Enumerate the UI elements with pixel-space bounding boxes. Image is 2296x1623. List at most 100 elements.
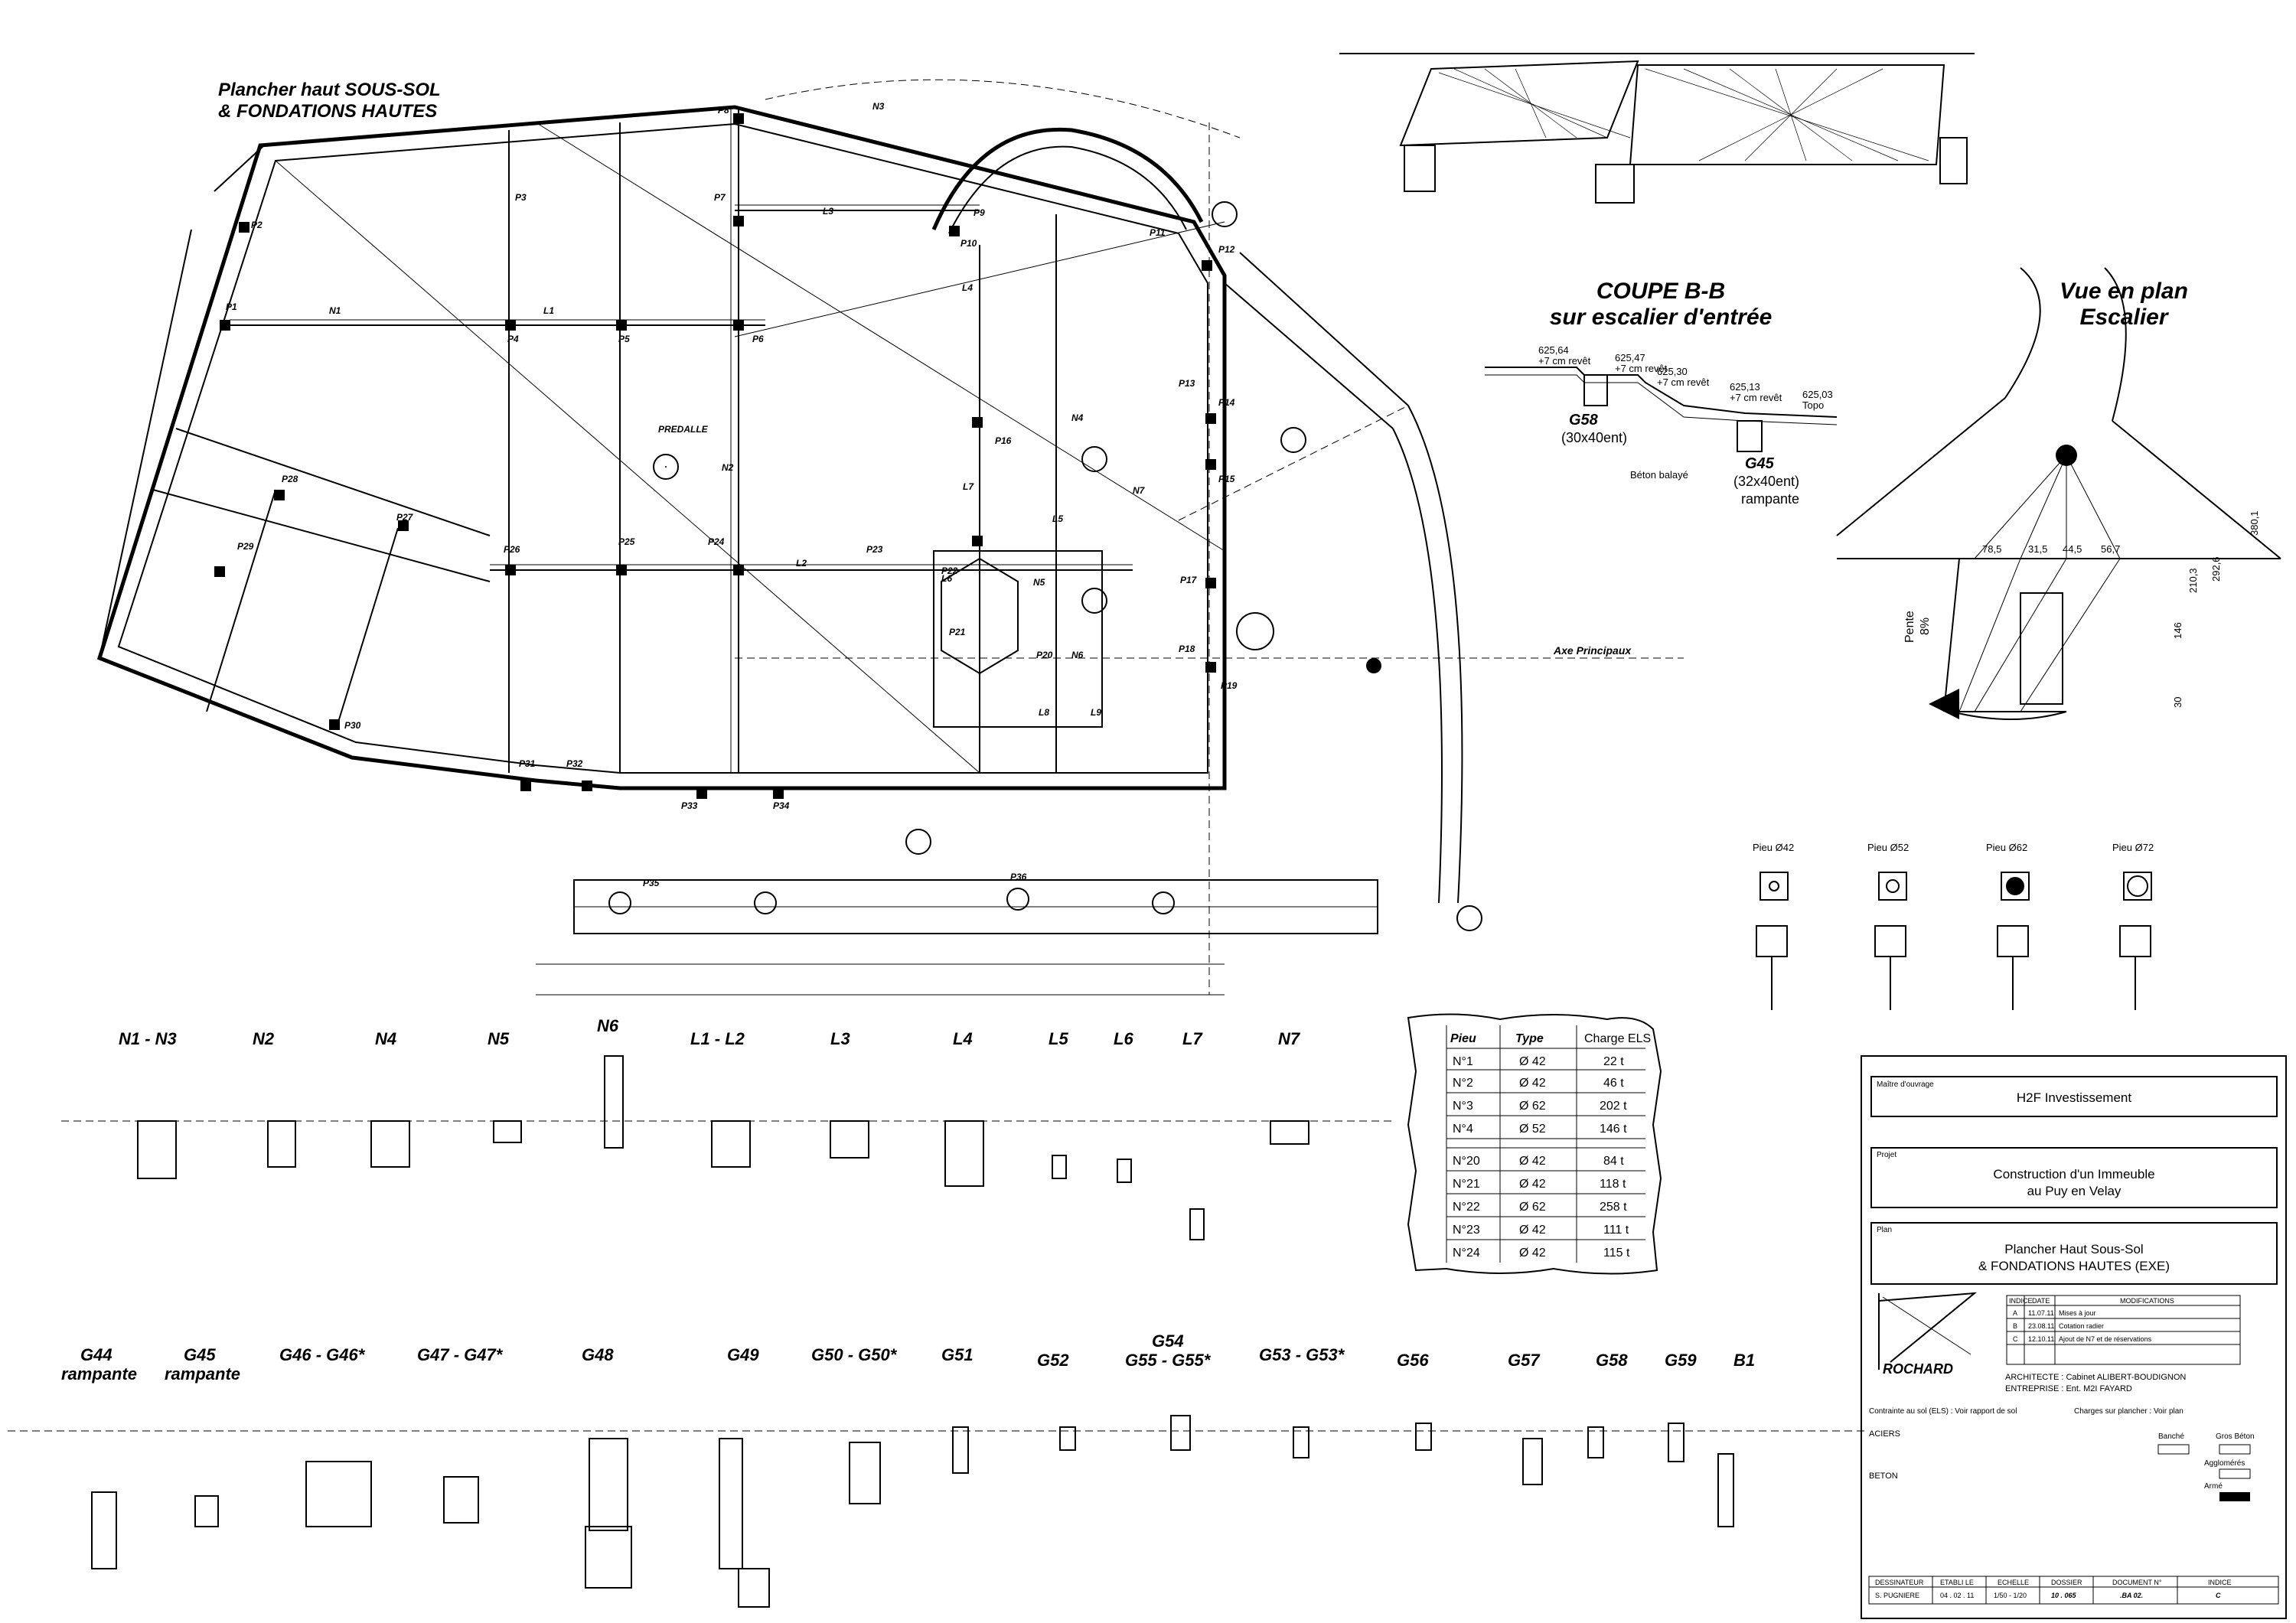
plan-title-line1: Plancher haut SOUS-SOL bbox=[218, 80, 441, 100]
company-name: ROCHARD bbox=[1883, 1361, 1953, 1377]
section-b1: B1 bbox=[1733, 1351, 1755, 1370]
svg-text:S. PUGNIERE: S. PUGNIERE bbox=[1875, 1592, 1919, 1599]
th-pieu: Pieu bbox=[1450, 1032, 1476, 1045]
central-room bbox=[933, 550, 1103, 728]
section-g52: G52 bbox=[1037, 1351, 1069, 1370]
svg-text:DOCUMENT N°: DOCUMENT N° bbox=[2112, 1579, 2162, 1586]
svg-text:P24: P24 bbox=[708, 536, 725, 547]
plan-line1: Plancher Haut Sous-Sol bbox=[2004, 1242, 2143, 1256]
svg-text:Ø 42: Ø 42 bbox=[1519, 1055, 1546, 1068]
pieu-table: Pieu Type Charge ELS N°1 Ø 42 22 t N°2 Ø… bbox=[1407, 1013, 1662, 1275]
svg-text:(32x40ent): (32x40ent) bbox=[1733, 474, 1799, 489]
title-block: Maître d'ouvrage H2F Investissement Proj… bbox=[1861, 1055, 2287, 1619]
svg-text:118 t: 118 t bbox=[1600, 1178, 1626, 1191]
svg-text:04 . 02 . 11: 04 . 02 . 11 bbox=[1940, 1592, 1974, 1599]
svg-text:P18: P18 bbox=[1179, 644, 1195, 654]
svg-text:56,7: 56,7 bbox=[2101, 543, 2120, 555]
escalier-title-line1: Vue en plan bbox=[2060, 279, 2188, 304]
svg-text:P15: P15 bbox=[1218, 474, 1235, 484]
coupe-title-line1: COUPE B-B bbox=[1596, 279, 1725, 304]
svg-text:N6: N6 bbox=[1071, 650, 1084, 660]
svg-text:B: B bbox=[2013, 1322, 2017, 1330]
rochard-logo: ROCHARD bbox=[1878, 1292, 1978, 1377]
pieux-views: Pieu Ø42 Pieu Ø52 Pieu Ø62 Pieu Ø72 bbox=[1753, 842, 2154, 1010]
svg-text:P5: P5 bbox=[618, 334, 630, 344]
octagon-room bbox=[941, 557, 1019, 675]
svg-text:N2: N2 bbox=[722, 462, 734, 473]
svg-text:N4: N4 bbox=[1071, 412, 1084, 423]
svg-text:P35: P35 bbox=[643, 878, 660, 888]
coupe-g45: G45 bbox=[1745, 455, 1775, 472]
svg-text:N5: N5 bbox=[1033, 577, 1045, 588]
svg-text:C: C bbox=[2216, 1592, 2221, 1599]
svg-text:N°4: N°4 bbox=[1453, 1123, 1473, 1136]
coupe-title: COUPE B-B sur escalier d'entrée bbox=[1550, 279, 1773, 330]
svg-text:31,5: 31,5 bbox=[2028, 543, 2047, 555]
svg-text:30: 30 bbox=[2172, 697, 2183, 708]
svg-text:202 t: 202 t bbox=[1600, 1100, 1627, 1113]
svg-text:rampante: rampante bbox=[165, 1364, 240, 1383]
main-plan: Axe Principaux bbox=[96, 79, 1684, 996]
section-l1-l2: L1 - L2 bbox=[690, 1029, 745, 1048]
svg-text:N°24: N°24 bbox=[1453, 1247, 1480, 1260]
svg-text:Contrainte au sol (ELS) : Voir: Contrainte au sol (ELS) : Voir rapport d… bbox=[1869, 1407, 2017, 1416]
section-g46: G46 - G46* bbox=[279, 1345, 366, 1364]
section-l3: L3 bbox=[830, 1029, 850, 1048]
svg-text:84 t: 84 t bbox=[1603, 1155, 1624, 1168]
svg-text:P26: P26 bbox=[504, 544, 520, 555]
svg-text:Plan: Plan bbox=[1877, 1226, 1892, 1234]
svg-text:ENTREPRISE : Ent. M2I FAYARD: ENTREPRISE : Ent. M2I FAYARD bbox=[2005, 1384, 2132, 1393]
svg-text:P10: P10 bbox=[960, 238, 977, 249]
svg-text:P28: P28 bbox=[282, 474, 298, 484]
svg-text:L6: L6 bbox=[941, 573, 952, 584]
svg-text:ACIERS: ACIERS bbox=[1869, 1429, 1900, 1439]
svg-text:P20: P20 bbox=[1036, 650, 1053, 660]
svg-text:L7: L7 bbox=[963, 481, 974, 492]
plan-line2: & FONDATIONS HAUTES (EXE) bbox=[1978, 1259, 2170, 1273]
svg-text:N°2: N°2 bbox=[1453, 1077, 1473, 1090]
plan-title: Plancher haut SOUS-SOL & FONDATIONS HAUT… bbox=[218, 80, 441, 122]
svg-text:Pieu Ø42: Pieu Ø42 bbox=[1753, 842, 1794, 853]
client-name: H2F Investissement bbox=[2017, 1090, 2131, 1105]
svg-text:(30x40ent): (30x40ent) bbox=[1561, 430, 1627, 445]
svg-text:P23: P23 bbox=[866, 544, 883, 555]
svg-text:P6: P6 bbox=[752, 334, 764, 344]
svg-text:P36: P36 bbox=[1010, 872, 1027, 882]
project-line2: au Puy en Velay bbox=[2027, 1184, 2122, 1198]
svg-text:N3: N3 bbox=[872, 101, 885, 112]
svg-text:625,64: 625,64 bbox=[1538, 344, 1569, 356]
svg-text:P11: P11 bbox=[1150, 227, 1166, 238]
svg-text:P32: P32 bbox=[566, 758, 583, 769]
svg-text:P33: P33 bbox=[681, 800, 698, 811]
th-type: Type bbox=[1515, 1032, 1544, 1045]
svg-text:Ø 52: Ø 52 bbox=[1519, 1123, 1546, 1136]
svg-text:ETABLI LE: ETABLI LE bbox=[1940, 1579, 1974, 1586]
svg-text:P16: P16 bbox=[995, 435, 1012, 446]
title-block-frame bbox=[1861, 1055, 2287, 1619]
svg-text:+7 cm revêt: +7 cm revêt bbox=[1657, 376, 1710, 388]
svg-text:P9: P9 bbox=[974, 207, 985, 218]
svg-text:292,6: 292,6 bbox=[2210, 556, 2222, 582]
svg-text:Projet: Projet bbox=[1877, 1151, 1896, 1159]
svg-text:N°20: N°20 bbox=[1453, 1155, 1480, 1168]
svg-text:Gros Béton: Gros Béton bbox=[2216, 1432, 2255, 1441]
svg-text:P3: P3 bbox=[515, 192, 527, 203]
svg-text:Pente: Pente bbox=[1903, 611, 1916, 643]
escalier-plan: Pente 8% 78,5 31,5 44,5 56,7 146 210,3 2… bbox=[1836, 267, 2281, 720]
svg-text:Béton balayé: Béton balayé bbox=[1630, 469, 1688, 481]
svg-text:78,5: 78,5 bbox=[1982, 543, 2001, 555]
section-l4: L4 bbox=[953, 1029, 973, 1048]
section-g49: G49 bbox=[727, 1345, 759, 1364]
section-g56: G56 bbox=[1397, 1351, 1429, 1370]
svg-text:C: C bbox=[2013, 1335, 2018, 1343]
svg-text:ARCHITECTE : Cabinet ALIBERT-B: ARCHITECTE : Cabinet ALIBERT-BOUDIGNON bbox=[2005, 1373, 2186, 1382]
svg-text:Agglomérés: Agglomérés bbox=[2204, 1459, 2245, 1468]
sections-row-1: N1 - N3 N2 N4 N5 N6 L1 - L2 L3 L4 L5 L6 … bbox=[61, 1016, 1393, 1240]
svg-text:10 . 065: 10 . 065 bbox=[2051, 1592, 2077, 1599]
svg-text:ECHELLE: ECHELLE bbox=[1998, 1579, 2029, 1586]
svg-text:L5: L5 bbox=[1052, 513, 1063, 524]
svg-text:11.07.11: 11.07.11 bbox=[2028, 1309, 2054, 1317]
pillar-labels: P1 P2 P3 P4 P5 P6 P7 P8 P9 P10 P11 P12 P… bbox=[226, 105, 1238, 888]
table-cloud bbox=[1407, 1013, 1662, 1275]
